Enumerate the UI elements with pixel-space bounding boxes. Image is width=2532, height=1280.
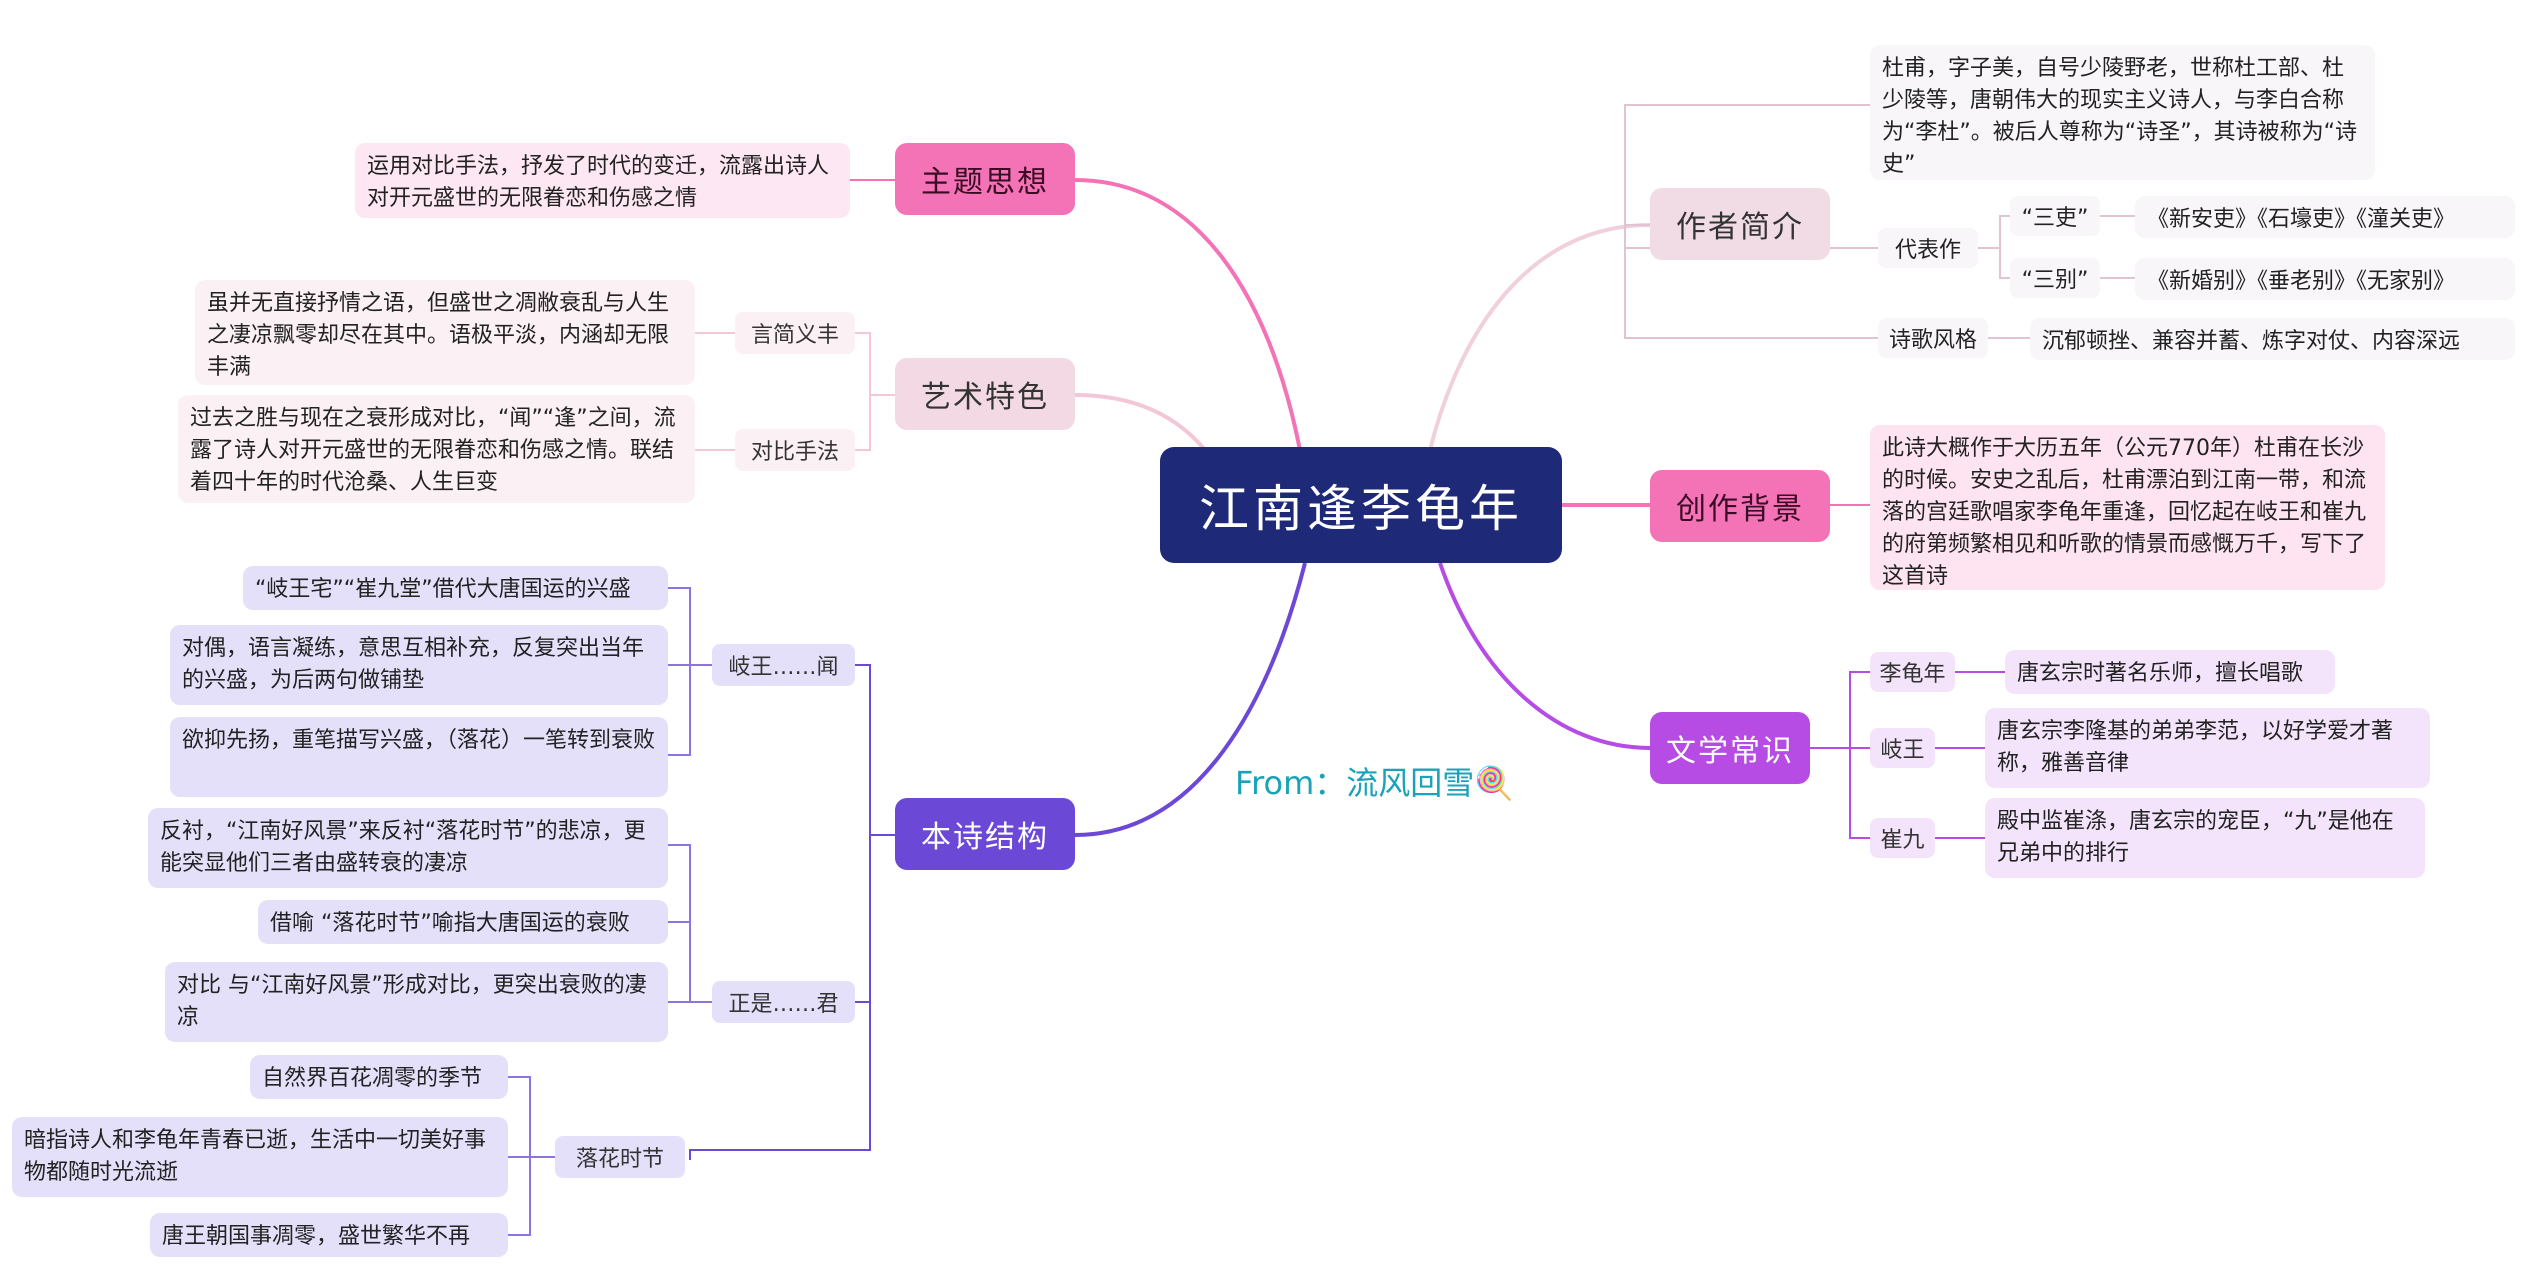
structure-item-2-2: 借喻 “落花时节”喻指大唐国运的衰败 xyxy=(258,900,668,944)
art-label-concise[interactable]: 言简义丰 xyxy=(735,312,855,354)
author-style-text: 沉郁顿挫、兼容并蓄、炼字对仗、内容深远 xyxy=(2030,318,2515,360)
link-common xyxy=(1438,562,1651,750)
branch-structure[interactable]: 本诗结构 xyxy=(895,798,1075,870)
branch-background[interactable]: 创作背景 xyxy=(1650,470,1830,542)
structure-item-3-3: 唐王朝国事凋零，盛世繁华不再 xyxy=(150,1213,508,1257)
common-label-qiwang[interactable]: 岐王 xyxy=(1870,728,1935,768)
structure-item-2-3: 对比 与“江南好风景”形成对比，更突出衰败的凄凉 xyxy=(165,962,668,1042)
author-watermark: From：流风回雪🍭 xyxy=(1235,764,1515,802)
structure-item-1-3: 欲抑先扬，重笔描写兴盛，（落花）一笔转到衰败 xyxy=(170,717,668,797)
center-title[interactable]: 江南逢李龟年 xyxy=(1160,447,1562,563)
works-text-officials: 《新安吏》《石壕吏》《潼关吏》 xyxy=(2135,196,2515,238)
structure-item-2-1: 反衬，“江南好风景”来反衬“落花时节”的悲凉，更能突显他们三者由盛转衰的凄凉 xyxy=(148,808,668,888)
link-structure xyxy=(1074,562,1307,837)
art-text-concise: 虽并无直接抒情之语，但盛世之凋敝衰乱与人生之凄凉飘零却尽在其中。语极平淡，内涵却… xyxy=(195,280,695,385)
link-author xyxy=(1428,223,1651,451)
structure-item-1-2: 对偶，语言凝练，意思互相补充，反复突出当年的兴盛，为后两句做铺垫 xyxy=(170,625,668,705)
link-art xyxy=(1074,393,1207,452)
structure-item-1-1: “岐王宅”“崔九堂”借代大唐国运的兴盛 xyxy=(243,566,668,610)
works-label-farewells[interactable]: “三别” xyxy=(2010,258,2100,298)
works-text-farewells: 《新婚别》《垂老别》《无家别》 xyxy=(2135,258,2515,300)
theme-text: 运用对比手法，抒发了时代的变迁，流露出诗人对开元盛世的无限眷恋和伤感之情 xyxy=(355,143,850,218)
structure-item-3-2: 暗指诗人和李龟年青春已逝，生活中一切美好事物都随时光流逝 xyxy=(12,1117,508,1197)
structure-item-3-1: 自然界百花凋零的季节 xyxy=(250,1055,508,1099)
link-theme xyxy=(1074,178,1302,451)
branch-art[interactable]: 艺术特色 xyxy=(895,358,1075,430)
structure-group-label-2[interactable]: 正是……君 xyxy=(712,981,855,1023)
structure-group-label-1[interactable]: 岐王……闻 xyxy=(712,644,855,686)
common-text-liguinian: 唐玄宗时著名乐师，擅长唱歌 xyxy=(2005,650,2335,694)
common-text-cuijiu: 殿中监崔涤，唐玄宗的宠臣，“九”是他在兄弟中的排行 xyxy=(1985,798,2425,878)
branch-theme[interactable]: 主题思想 xyxy=(895,143,1075,215)
common-label-cuijiu[interactable]: 崔九 xyxy=(1870,818,1935,858)
common-label-liguinian[interactable]: 李龟年 xyxy=(1870,652,1955,692)
author-works-label[interactable]: 代表作 xyxy=(1878,228,1978,268)
structure-group-label-3[interactable]: 落花时节 xyxy=(555,1136,685,1178)
author-style-label[interactable]: 诗歌风格 xyxy=(1878,318,1988,358)
branch-common[interactable]: 文学常识 xyxy=(1650,712,1810,784)
branch-author[interactable]: 作者简介 xyxy=(1650,188,1830,260)
common-text-qiwang: 唐玄宗李隆基的弟弟李范，以好学爱才著称，雅善音律 xyxy=(1985,708,2430,788)
works-label-officials[interactable]: “三吏” xyxy=(2010,196,2100,236)
art-text-contrast: 过去之胜与现在之衰形成对比，“闻”“逢”之间，流露了诗人对开元盛世的无限眷恋和伤… xyxy=(178,395,695,503)
author-bio: 杜甫，字子美，自号少陵野老，世称杜工部、杜少陵等，唐朝伟大的现实主义诗人，与李白… xyxy=(1870,45,2375,180)
art-label-contrast[interactable]: 对比手法 xyxy=(735,429,855,471)
background-text: 此诗大概作于大历五年（公元770年）杜甫在长沙的时候。安史之乱后，杜甫漂泊到江南… xyxy=(1870,425,2385,590)
